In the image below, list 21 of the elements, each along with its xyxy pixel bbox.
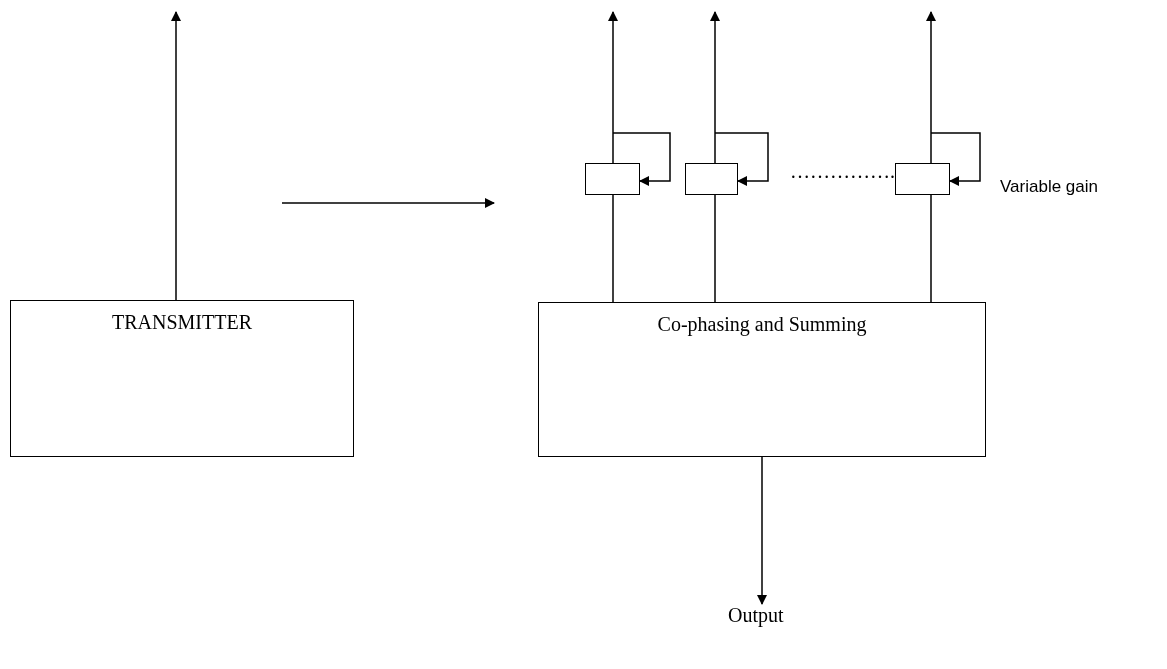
block-title: Co-phasing and Summing <box>656 313 868 336</box>
arrow <box>714 132 769 186</box>
gain-label: Variable gain <box>1000 177 1098 197</box>
arrow <box>612 132 671 186</box>
gain-box <box>895 163 950 195</box>
connector-line <box>930 194 932 303</box>
output-label: Output <box>728 604 798 630</box>
block-title: TRANSMITTER <box>111 311 253 334</box>
arrow <box>757 456 767 605</box>
block-box <box>538 302 986 457</box>
gain-box <box>685 163 738 195</box>
connector-line <box>612 194 614 303</box>
ellipsis-dots: ……………. <box>790 160 895 183</box>
arrow <box>171 11 181 301</box>
arrow <box>926 11 936 164</box>
connector-line <box>714 194 716 303</box>
block-box <box>10 300 354 457</box>
arrow <box>930 132 981 186</box>
gain-box <box>585 163 640 195</box>
arrow <box>710 11 720 164</box>
arrow <box>608 11 618 164</box>
